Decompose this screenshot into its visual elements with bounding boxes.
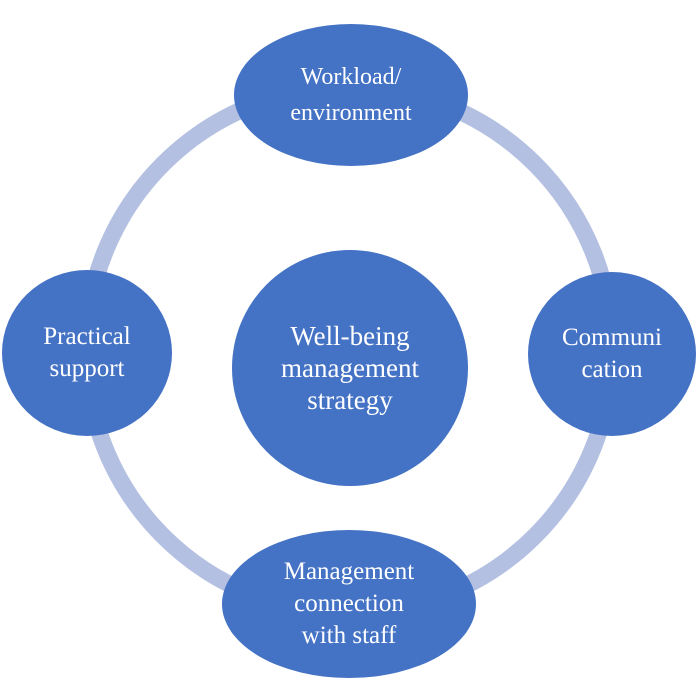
node-workload-environment: Workload/ environment — [234, 24, 468, 166]
left-node-line-2: support — [49, 355, 125, 382]
center-node-well-being-strategy: Well-being management strategy — [232, 250, 468, 486]
top-node-line-1: Workload/ — [300, 64, 402, 90]
top-node-line-2: environment — [290, 100, 412, 126]
bottom-node-line-1: Management — [283, 558, 415, 585]
left-node-line-1: Practical — [43, 323, 131, 350]
node-management-connection: Management connection with staff — [222, 530, 476, 678]
center-node-line-2: management — [281, 353, 419, 383]
bottom-node-line-2: connection — [294, 590, 404, 617]
node-practical-support: Practical support — [2, 270, 172, 436]
right-node-line-1: Communi — [561, 324, 662, 351]
node-communication: Communi cation — [528, 272, 696, 436]
bottom-node-line-3: with staff — [301, 622, 397, 649]
center-node-line-3: strategy — [307, 385, 393, 415]
right-node-line-2: cation — [581, 356, 643, 383]
center-node-line-1: Well-being — [290, 321, 410, 351]
